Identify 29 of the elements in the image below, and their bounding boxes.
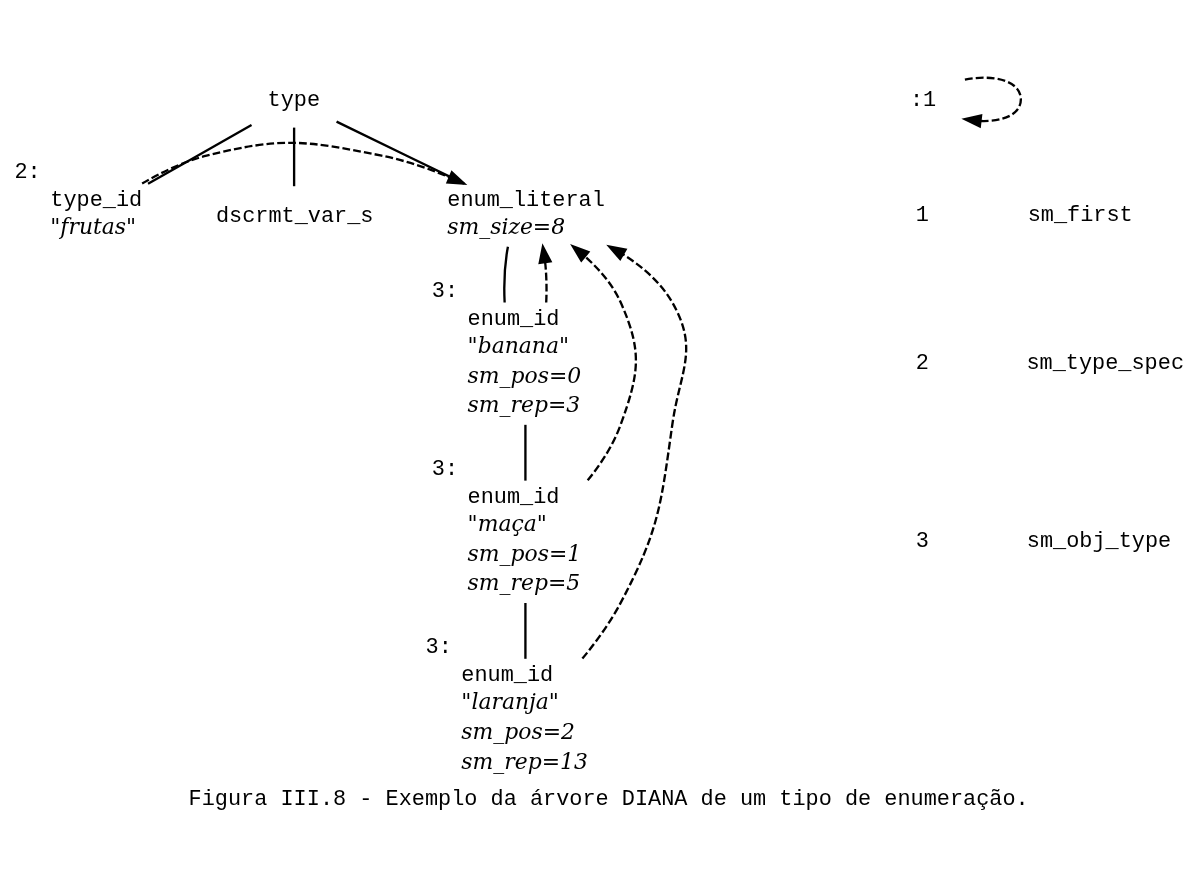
connector	[524, 603, 527, 659]
node-text: dscrmt_var_s	[215, 203, 374, 229]
arrow	[961, 76, 1022, 129]
connector	[503, 246, 510, 303]
arrow	[581, 244, 688, 660]
node-text: :1	[909, 87, 937, 113]
arrow	[538, 243, 553, 303]
node-label: 2:	[14, 159, 41, 185]
connector	[524, 424, 527, 481]
node-text: enum_literal sm_size=8	[447, 187, 605, 240]
connector	[147, 124, 253, 185]
label: sm_first	[1027, 202, 1133, 228]
arrow	[570, 244, 637, 481]
node-text: enum_id "maça" sm_pos=1 sm_rep=5	[467, 484, 582, 596]
caption: Figura III.8 - Exemplo da árvore DIANA de um tipo de enumeração.	[188, 786, 1029, 812]
arrow	[141, 141, 468, 185]
label: 3	[915, 529, 929, 555]
node-text: enum_id "banana" sm_pos=0 sm_rep=3	[467, 306, 582, 418]
node-text: type	[267, 87, 321, 113]
label: sm_type_spec	[1026, 351, 1185, 377]
label: 1	[915, 202, 929, 228]
connector	[292, 127, 296, 187]
label: 2	[915, 351, 929, 377]
node-label: 3:	[431, 456, 459, 482]
node-label: 3:	[431, 278, 459, 304]
label: sm_obj_type	[1026, 529, 1172, 555]
node-text: enum_id "laranja" sm_pos=2 sm_rep=13	[461, 663, 588, 774]
node-label: 3:	[425, 634, 452, 660]
node-text: type_id "frutas"	[50, 187, 143, 240]
